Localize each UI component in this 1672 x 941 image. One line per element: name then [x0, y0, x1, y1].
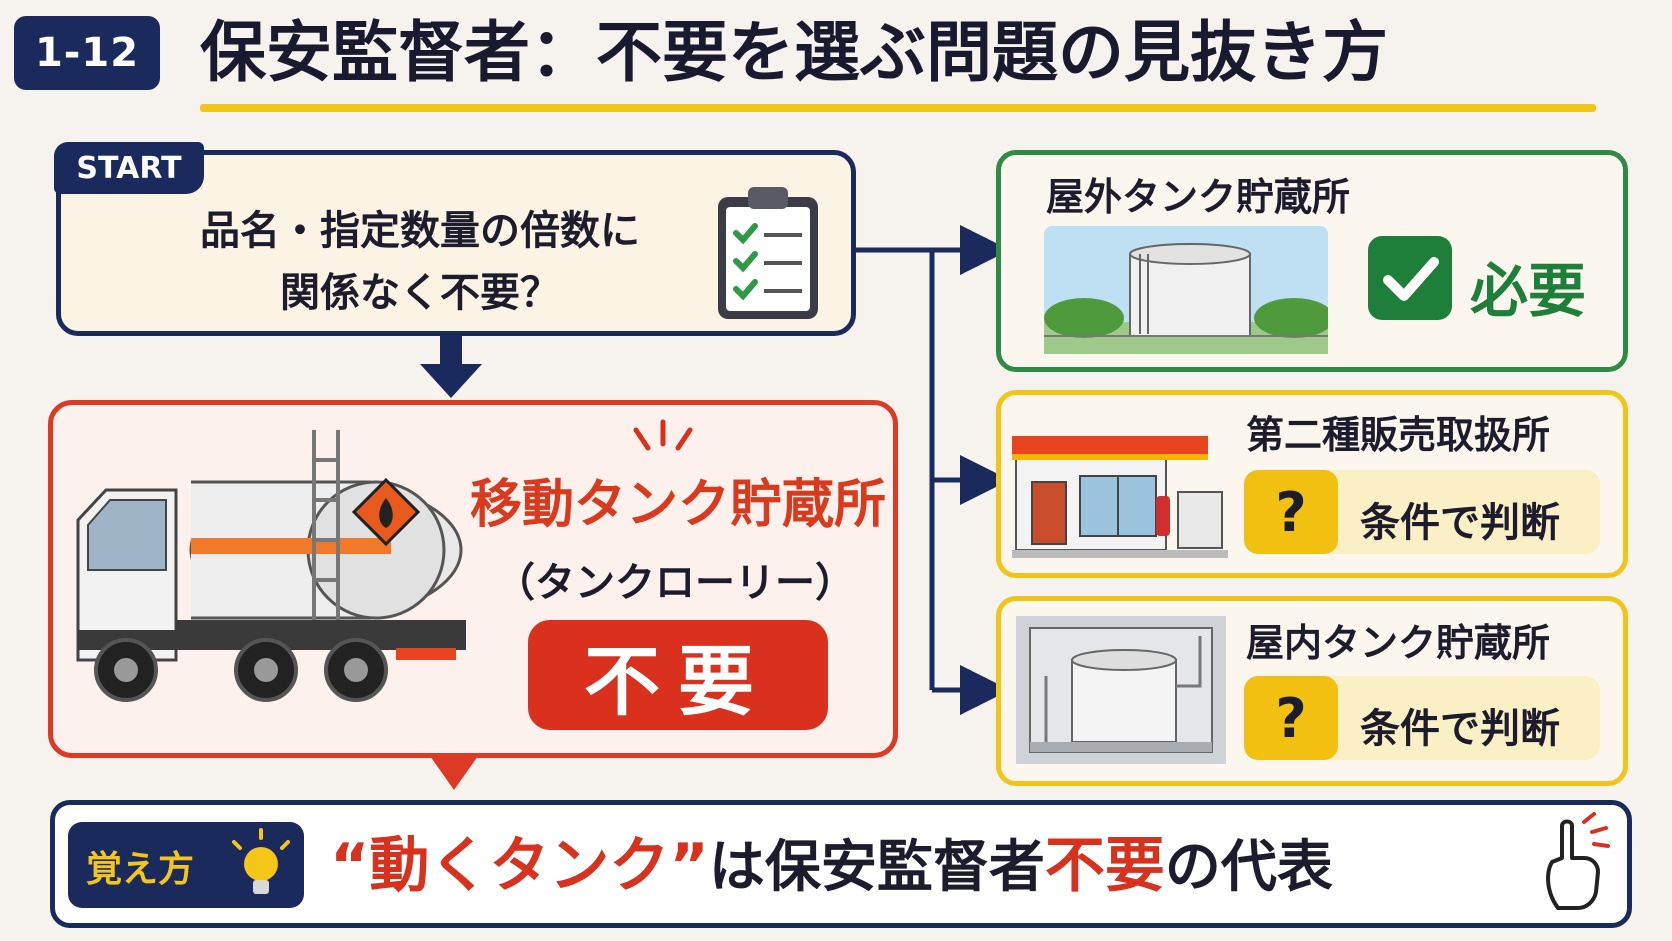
arrow-down-to-tip [430, 756, 478, 790]
branch-outdoor-tank-verdict: 必要 [1470, 257, 1587, 325]
title-underline [200, 104, 1596, 112]
branch-lines [856, 225, 1010, 715]
slogan-mid: は保安監督者 [708, 835, 1045, 900]
question-mark-icon: ? [1244, 470, 1338, 554]
branch-outdoor-tank-title: 屋外タンク貯蔵所 [1046, 175, 1351, 219]
lightbulb-icon [232, 828, 290, 894]
memory-tip-slogan: “動くタンク”は保安監督者不要の代表 [330, 826, 1333, 906]
mobile-tank-subtitle: （タンクローリー） [495, 560, 855, 606]
mobile-tank-title: 移動タンク貯蔵所 [470, 475, 887, 535]
section-badge: 1-12 [14, 16, 160, 90]
start-question-line1: 品名・指定数量の倍数に [200, 208, 640, 254]
slogan-tail: の代表 [1164, 835, 1333, 900]
branch-sales-outlet-title: 第二種販売取扱所 [1246, 413, 1551, 457]
branch-indoor-tank-title: 屋内タンク貯蔵所 [1246, 621, 1551, 665]
start-question: 品名・指定数量の倍数に 関係なく不要？ [130, 200, 710, 324]
indoor-tank-illustration [1016, 616, 1226, 764]
memory-tip-label: 覚え方 [86, 849, 195, 890]
branch-sales-outlet-verdict: 条件で判断 [1360, 500, 1560, 546]
checkmark-icon [1368, 236, 1452, 320]
memory-tip-bar [50, 800, 1632, 928]
start-question-line2: 関係なく不要？ [280, 270, 560, 316]
clipboard-checklist-icon [718, 187, 818, 319]
mobile-tank-verdict: 不要 [528, 620, 828, 730]
outdoor-tank-illustration [1044, 226, 1328, 354]
slogan-quote: “動くタンク” [330, 831, 709, 901]
pointing-hand-icon [1546, 812, 1610, 910]
question-mark-icon: ? [1244, 676, 1338, 760]
emphasis-burst-icon [633, 419, 693, 451]
slogan-emphasis: 不要 [1044, 831, 1165, 901]
start-tag: START [54, 142, 204, 194]
page-title: 保安監督者：不要を選ぶ問題の見抜き方 [200, 14, 1388, 91]
tank-truck-illustration [76, 430, 466, 702]
store-building-illustration [1012, 436, 1228, 558]
arrow-down-to-mobile [420, 336, 482, 398]
branch-indoor-tank-verdict: 条件で判断 [1360, 706, 1560, 752]
